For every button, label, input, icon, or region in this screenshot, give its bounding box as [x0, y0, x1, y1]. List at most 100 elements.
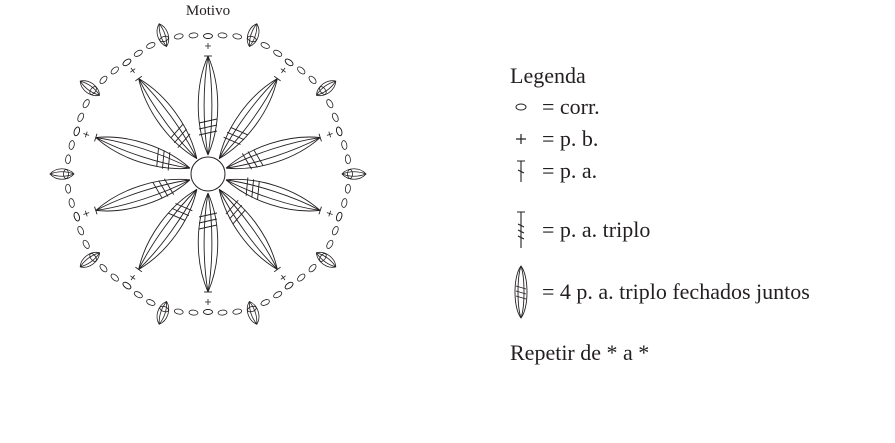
stitch-hatch [198, 124, 218, 130]
petal [135, 188, 198, 273]
stitch-top [135, 75, 143, 82]
chain-stitch [122, 58, 132, 67]
stitch-hatch [251, 179, 255, 198]
stitch-hatch [229, 204, 243, 220]
outer-loop [284, 58, 343, 137]
stitch-hatch [247, 151, 258, 168]
petal [218, 75, 281, 160]
outer-cluster [315, 80, 337, 97]
outer-cluster [156, 300, 170, 325]
chain-stitch [217, 32, 228, 39]
chain-stitch [260, 42, 270, 49]
stitch-line [95, 137, 190, 170]
chain-stitch [203, 33, 213, 39]
cluster-stitches [316, 80, 337, 96]
outer-cluster [79, 251, 101, 268]
chain-stitch [173, 308, 184, 315]
cluster-outline [341, 168, 367, 180]
stitch-hatch [245, 177, 249, 196]
stitch-hatch [253, 149, 264, 166]
stitch-hatch [152, 182, 163, 199]
chain-stitch [344, 183, 351, 194]
double-crochet-icon [510, 156, 532, 186]
stitch-line [138, 78, 198, 159]
cluster-stitches [79, 80, 100, 96]
cluster-outline [246, 300, 260, 325]
petal [197, 55, 219, 156]
stitch-line [226, 137, 321, 170]
stitch-top [94, 133, 98, 142]
stitch-hatch [168, 212, 186, 221]
chain-stitch [188, 309, 199, 316]
stitch-line [138, 189, 198, 270]
outer-loop [122, 281, 213, 325]
outer-loop [203, 23, 294, 67]
chain-stitch [82, 239, 90, 249]
chain-stitch [173, 33, 184, 40]
chain-stitch [146, 42, 156, 49]
stitch-hatch [198, 130, 218, 136]
chain-stitch [232, 308, 243, 315]
petal [135, 75, 198, 160]
stitch-line [218, 189, 278, 270]
cluster-outline [156, 300, 170, 325]
chain-stitch [82, 99, 90, 109]
stitch-line [203, 192, 209, 293]
petal-group [94, 55, 322, 293]
stitch-line [203, 55, 209, 156]
stitch-line [226, 178, 321, 211]
crochet-motif-diagram [49, 23, 367, 325]
chain-stitch [331, 112, 339, 122]
petal [218, 188, 281, 273]
stitch-line [225, 179, 321, 211]
petal [197, 192, 219, 293]
chain-stitch [217, 309, 228, 316]
single-crochet [130, 67, 136, 74]
cluster-stitches [316, 252, 337, 268]
stitch-hatch [226, 131, 245, 141]
stitch-line [95, 137, 191, 169]
single-crochet-mark [83, 210, 90, 217]
chain-stitch [110, 66, 119, 75]
cluster-outline [315, 80, 337, 97]
chain-stitch [110, 273, 119, 282]
cluster-stitches [79, 252, 100, 268]
stitch-line [95, 137, 190, 169]
chain-stitch [308, 75, 317, 85]
outer-loop [203, 281, 294, 325]
chain-stitch [65, 154, 72, 165]
stitch-hatch [161, 150, 165, 169]
chain-stitch-icon [510, 92, 532, 122]
single-crochet-mark [83, 131, 90, 138]
cluster-stitches [341, 171, 367, 177]
chain-stitch [284, 281, 294, 290]
single-crochet [205, 43, 211, 49]
chain-stitch [232, 33, 243, 40]
stitch-line [218, 78, 278, 159]
stitch-line [218, 188, 278, 270]
outer-cluster [246, 300, 260, 325]
stitch-hatch [225, 199, 239, 215]
stitch-top [318, 206, 322, 215]
chain-stitch [133, 291, 143, 299]
cluster-outline [49, 168, 75, 180]
stitch-line [225, 136, 321, 169]
outer-loop [49, 126, 80, 222]
chain-stitch [331, 226, 339, 236]
stitch-line [218, 189, 278, 270]
stitch-line [207, 192, 213, 293]
single-crochet-mark [205, 299, 211, 305]
chain-stitch [65, 183, 72, 194]
stitch-hatch [175, 203, 193, 212]
stitch-line [225, 179, 321, 212]
stitch-line [138, 189, 198, 270]
stitch-line [225, 137, 321, 169]
stitch-line [95, 136, 191, 169]
chain-stitch [347, 169, 353, 179]
single-crochet [205, 299, 211, 305]
chain-stitch [133, 49, 143, 57]
chain-stitch [73, 126, 80, 137]
cluster-stitches [248, 301, 258, 325]
chain-stitch [188, 32, 199, 39]
stitch-line [207, 192, 219, 293]
